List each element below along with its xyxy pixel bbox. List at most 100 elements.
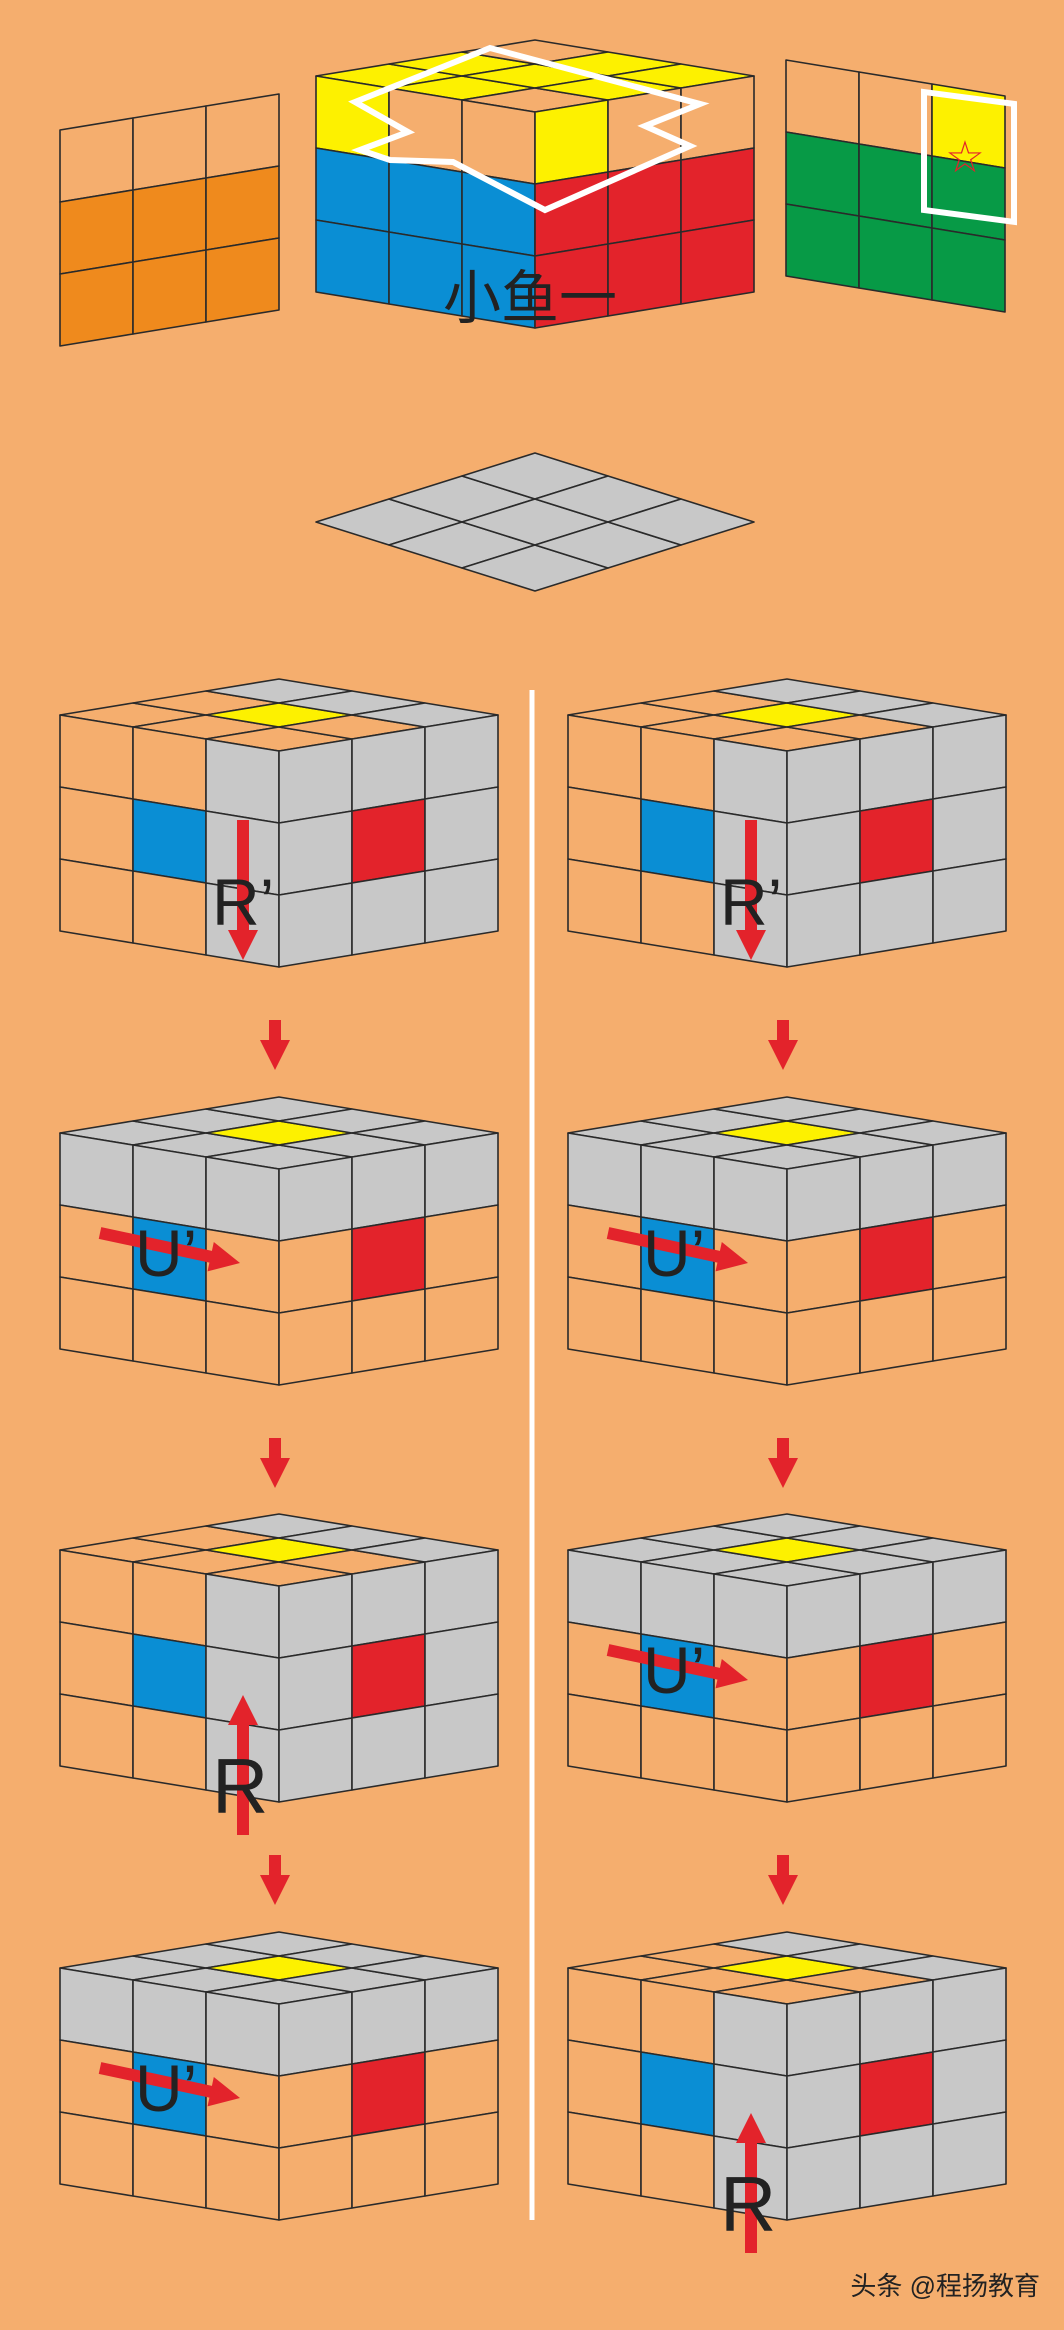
back-right-sticker	[858, 215, 933, 301]
front-sticker	[205, 2063, 280, 2149]
right-sticker	[786, 1156, 861, 1242]
front-sticker	[59, 1621, 134, 1707]
back-right-sticker	[931, 227, 1006, 313]
front-sticker	[59, 714, 134, 800]
front-sticker	[640, 726, 715, 812]
front-sticker	[640, 1288, 715, 1374]
right-sticker	[932, 858, 1007, 944]
step-cube-right-2: U’	[567, 1096, 1007, 1488]
right-sticker	[424, 1204, 499, 1290]
step-cube-right-1: R’	[567, 678, 1007, 1070]
back-left-sticker	[59, 189, 134, 275]
fish-case-cube	[315, 39, 755, 329]
front-sticker	[59, 1693, 134, 1779]
move-label: R	[720, 2160, 776, 2248]
move-label: R’	[212, 865, 274, 939]
front-sticker	[132, 1288, 207, 1374]
right-sticker	[278, 1645, 353, 1731]
right-sticker	[424, 714, 499, 800]
right-sticker	[859, 1705, 934, 1791]
right-sticker	[351, 1216, 426, 1302]
front-sticker	[640, 798, 715, 884]
move-arrow	[768, 1020, 798, 1070]
right-sticker	[786, 738, 861, 824]
move-arrow	[768, 1438, 798, 1488]
right-sticker	[278, 1156, 353, 1242]
front-sticker	[205, 1156, 280, 1242]
back-right-sticker	[785, 59, 860, 145]
move-arrow	[228, 1695, 258, 1835]
right-sticker	[278, 2135, 353, 2221]
front-sticker	[567, 1204, 642, 1290]
front-sticker	[315, 147, 390, 233]
front-sticker	[640, 2051, 715, 2137]
right-sticker	[786, 810, 861, 896]
front-sticker	[567, 2111, 642, 2197]
front-sticker	[713, 738, 788, 824]
right-sticker	[424, 1549, 499, 1635]
right-sticker	[786, 1300, 861, 1386]
move-arrow	[260, 1020, 290, 1070]
right-sticker	[859, 1633, 934, 1719]
back-left-sticker	[205, 237, 280, 323]
front-sticker	[640, 870, 715, 956]
back-left-sticker	[205, 93, 280, 179]
right-sticker	[278, 1717, 353, 1803]
front-sticker	[567, 858, 642, 944]
right-sticker	[932, 1276, 1007, 1362]
bottom-sticker	[607, 498, 755, 546]
front-sticker	[59, 1276, 134, 1362]
right-sticker	[534, 99, 609, 185]
right-sticker	[351, 1979, 426, 2065]
right-sticker	[859, 1979, 934, 2065]
back-left-sticker	[132, 105, 207, 191]
front-sticker	[567, 1549, 642, 1635]
bottom-face	[315, 452, 755, 592]
right-sticker	[859, 870, 934, 956]
front-sticker	[388, 159, 463, 245]
move-label: U’	[643, 1216, 705, 1290]
right-sticker	[932, 1693, 1007, 1779]
front-sticker	[59, 1132, 134, 1218]
front-sticker	[315, 219, 390, 305]
front-sticker	[132, 2123, 207, 2209]
right-sticker	[278, 1573, 353, 1659]
right-sticker	[932, 714, 1007, 800]
right-sticker	[932, 1132, 1007, 1218]
step-cube-right-3: U’	[567, 1513, 1007, 1905]
fish-shape-outline	[348, 44, 710, 214]
move-arrow	[606, 1227, 748, 1272]
right-sticker	[278, 1300, 353, 1386]
right-sticker	[424, 1276, 499, 1362]
back-right-sticker	[785, 131, 860, 217]
right-sticker	[932, 2111, 1007, 2197]
right-sticker	[278, 2063, 353, 2149]
right-sticker	[351, 798, 426, 884]
front-sticker	[205, 1300, 280, 1386]
front-sticker	[567, 1276, 642, 1362]
algorithm-steps: R’U’RU’R’U’U’R	[59, 678, 1007, 2253]
right-sticker	[859, 726, 934, 812]
right-sticker	[424, 2039, 499, 2125]
right-sticker	[786, 2063, 861, 2149]
front-sticker	[640, 2123, 715, 2209]
right-sticker	[932, 1967, 1007, 2053]
front-sticker	[567, 2039, 642, 2125]
front-sticker	[713, 1156, 788, 1242]
right-sticker	[932, 1204, 1007, 1290]
right-sticker	[859, 1216, 934, 1302]
front-sticker	[567, 1967, 642, 2053]
right-sticker	[424, 786, 499, 872]
right-sticker	[351, 870, 426, 956]
right-sticker	[786, 1228, 861, 1314]
right-sticker	[351, 1705, 426, 1791]
front-sticker	[59, 1204, 134, 1290]
right-sticker	[932, 786, 1007, 872]
right-sticker	[351, 2123, 426, 2209]
front-sticker	[713, 1645, 788, 1731]
back-left-sticker	[59, 261, 134, 347]
title-label: 小鱼一	[443, 266, 617, 331]
front-sticker	[205, 2135, 280, 2221]
move-arrow	[736, 2113, 766, 2253]
move-arrow	[260, 1855, 290, 1905]
